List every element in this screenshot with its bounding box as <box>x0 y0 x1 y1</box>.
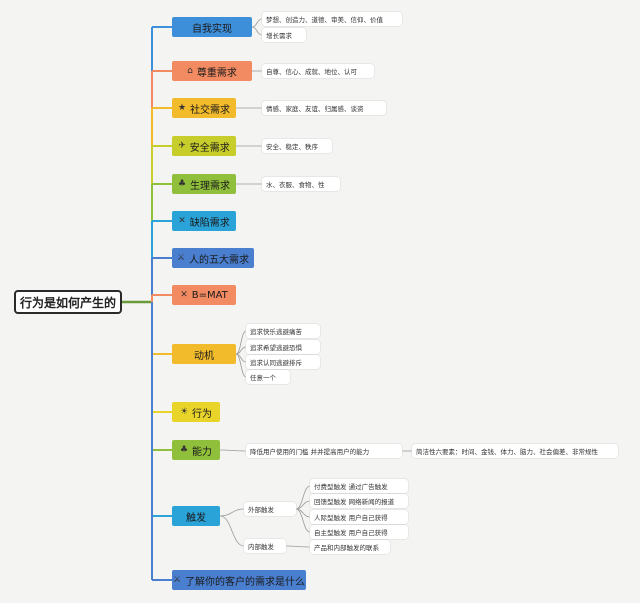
branch-label: 动机 <box>194 350 214 362</box>
branch-label: 尊重需求 <box>196 67 237 79</box>
branch-icon: ★ <box>177 103 187 113</box>
branch-label: 行为 <box>192 408 213 420</box>
branch-12[interactable]: ⚔了解你的客户的需求是什么 <box>172 570 306 590</box>
leaf-0-1[interactable]: 增长需求 <box>262 28 306 42</box>
leaf-0-0[interactable]: 梦想、创造力、道德、审美、信仰、价值 <box>262 12 402 26</box>
branch-label: 缺陷需求 <box>189 217 230 229</box>
branch-label: 自我实现 <box>192 23 232 35</box>
branch-11[interactable]: 触发 <box>172 506 220 526</box>
trigger-group-1[interactable]: 内部触发 <box>244 539 286 553</box>
branch-9[interactable]: ☀行为 <box>172 402 220 422</box>
leaf-1-0[interactable]: 自尊、信心、成就、地位、认可 <box>262 64 374 78</box>
leaf-8-1[interactable]: 追求希望逃避恐惧 <box>246 340 320 354</box>
root-node[interactable]: 行为是如何产生的 <box>14 290 122 314</box>
branch-10[interactable]: ♣能力 <box>172 440 220 460</box>
leaf-10-0[interactable]: 降低用户使用的门槛 并并提高用户的能力 <box>246 444 402 458</box>
branch-icon: ☀ <box>179 407 189 417</box>
branch-label: 触发 <box>186 512 206 524</box>
branch-5[interactable]: ✕缺陷需求 <box>172 211 236 231</box>
leaf-2-0[interactable]: 情感、家庭、友谊、归属感、谈资 <box>262 101 386 115</box>
branch-1[interactable]: ⌂尊重需求 <box>172 61 252 81</box>
branch-icon: ✕ <box>178 216 186 226</box>
leaf-sub-10[interactable]: 简洁性六要素：时间、金钱、体力、脑力、社会偏差、非常规性 <box>412 444 618 458</box>
trigger-group-0[interactable]: 外部触发 <box>244 502 296 516</box>
branch-icon: ♣ <box>179 445 189 455</box>
branch-4[interactable]: ♣生理需求 <box>172 174 236 194</box>
leaf-8-0[interactable]: 追求快乐逃避痛苦 <box>246 324 320 338</box>
branch-label: 能力 <box>192 446 213 458</box>
branch-label: B=MAT <box>191 289 228 301</box>
trigger-item-1-0[interactable]: 产品和内部触发的联系 <box>310 540 390 554</box>
branch-icon: ♣ <box>177 179 187 189</box>
leaf-4-0[interactable]: 水、衣服、食物、性 <box>262 177 340 191</box>
branch-2[interactable]: ★社交需求 <box>172 98 236 118</box>
leaf-3-0[interactable]: 安全、稳定、秩序 <box>262 139 332 153</box>
trigger-item-0-0[interactable]: 付费型触发 通过广告触发 <box>310 479 408 493</box>
trigger-item-0-1[interactable]: 回馈型触发 网络新闻的报道 <box>310 494 408 508</box>
branch-label: 社交需求 <box>190 104 231 116</box>
trigger-item-0-3[interactable]: 自主型触发 用户自己获得 <box>310 525 408 539</box>
branch-icon: ⚔ <box>176 253 186 263</box>
branch-0[interactable]: 自我实现 <box>172 17 252 37</box>
branch-label: 了解你的客户的需求是什么 <box>185 576 306 588</box>
leaf-8-2[interactable]: 追求认同逃避排斥 <box>246 355 320 369</box>
branch-3[interactable]: ✈安全需求 <box>172 136 236 156</box>
branch-8[interactable]: 动机 <box>172 344 236 364</box>
branch-6[interactable]: ⚔人的五大需求 <box>172 248 254 268</box>
branch-label: 安全需求 <box>189 142 230 154</box>
branch-icon: ⚔ <box>172 575 182 585</box>
branch-7[interactable]: ✕B=MAT <box>172 285 236 305</box>
branch-icon: ✈ <box>178 141 186 151</box>
leaf-8-3[interactable]: 任意一个 <box>246 370 290 384</box>
branch-icon: ⌂ <box>187 66 193 76</box>
branch-label: 人的五大需求 <box>189 254 250 266</box>
trigger-item-0-2[interactable]: 人际型触发 用户自己获得 <box>310 510 408 524</box>
branch-label: 生理需求 <box>190 180 231 192</box>
branch-icon: ✕ <box>180 290 188 300</box>
